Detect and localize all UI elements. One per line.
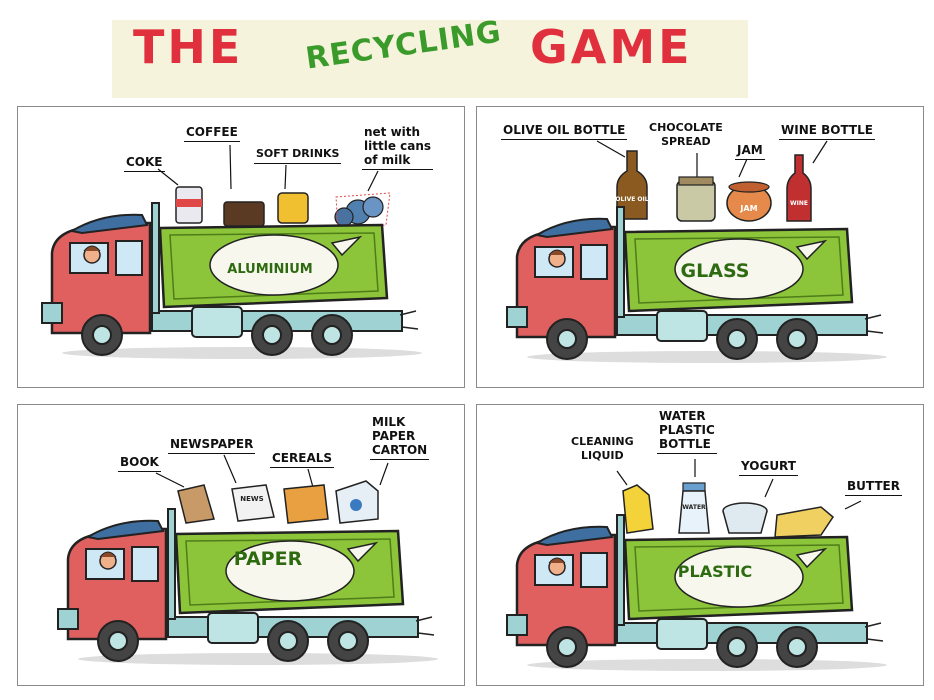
panel-glass: OLIVE OIL BOTTLE CHOCOLATE SPREAD JAM WI… (476, 106, 924, 388)
label-chocolate-spread: CHOCOLATE SPREAD (649, 121, 723, 148)
label-yogurt: YOGURT (739, 459, 798, 476)
label-soft-drinks: SOFT DRINKS (254, 147, 342, 164)
label-coke: COKE (124, 155, 165, 172)
label-butter: BUTTER (845, 479, 902, 496)
svg-text:WATER: WATER (682, 504, 706, 511)
sign-aluminium: ALUMINIUM (227, 262, 312, 277)
sign-plastic: PLASTIC (678, 562, 752, 581)
label-jam: JAM (735, 143, 765, 160)
plastic-illustration: WATER PLASTIC (505, 459, 889, 673)
label-net-cans: net with little cans of milk (362, 125, 434, 170)
label-cleaning-liquid: CLEANING LIQUID (571, 435, 634, 462)
panel-paper: BOOK NEWSPAPER CEREALS MILK PAPER CARTON… (17, 404, 465, 686)
svg-text:OLIVE OIL: OLIVE OIL (615, 196, 648, 203)
title-game: GAME (530, 20, 693, 74)
svg-text:JAM: JAM (739, 204, 757, 213)
panel-plastic: CLEANING LIQUID WATER PLASTIC BOTTLE YOG… (476, 404, 924, 686)
glass-illustration: OLIVE OIL JAM WINE GLASS (505, 140, 889, 365)
label-newspaper: NEWSPAPER (168, 437, 256, 454)
label-cereals: CEREALS (270, 451, 335, 468)
label-wine-bottle: WINE BOTTLE (779, 123, 875, 140)
label-olive-oil-bottle: OLIVE OIL BOTTLE (501, 123, 628, 140)
paper-illustration: NEWS PAPER (56, 454, 440, 667)
aluminium-illustration: ALUMINIUM (40, 144, 424, 361)
title-banner (112, 20, 748, 98)
label-water-plastic-bottle: WATER PLASTIC BOTTLE (657, 409, 717, 454)
label-book: BOOK (118, 455, 161, 472)
sign-paper: PAPER (234, 548, 303, 570)
label-coffee: COFFEE (184, 125, 240, 142)
svg-text:NEWS: NEWS (240, 495, 263, 503)
title-the: THE (133, 20, 244, 74)
svg-text:WINE: WINE (790, 200, 808, 207)
panel-aluminium: COKE COFFEE SOFT DRINKS net with little … (17, 106, 465, 388)
sign-glass: GLASS (681, 260, 750, 282)
label-milk-paper-carton: MILK PAPER CARTON (370, 415, 430, 460)
